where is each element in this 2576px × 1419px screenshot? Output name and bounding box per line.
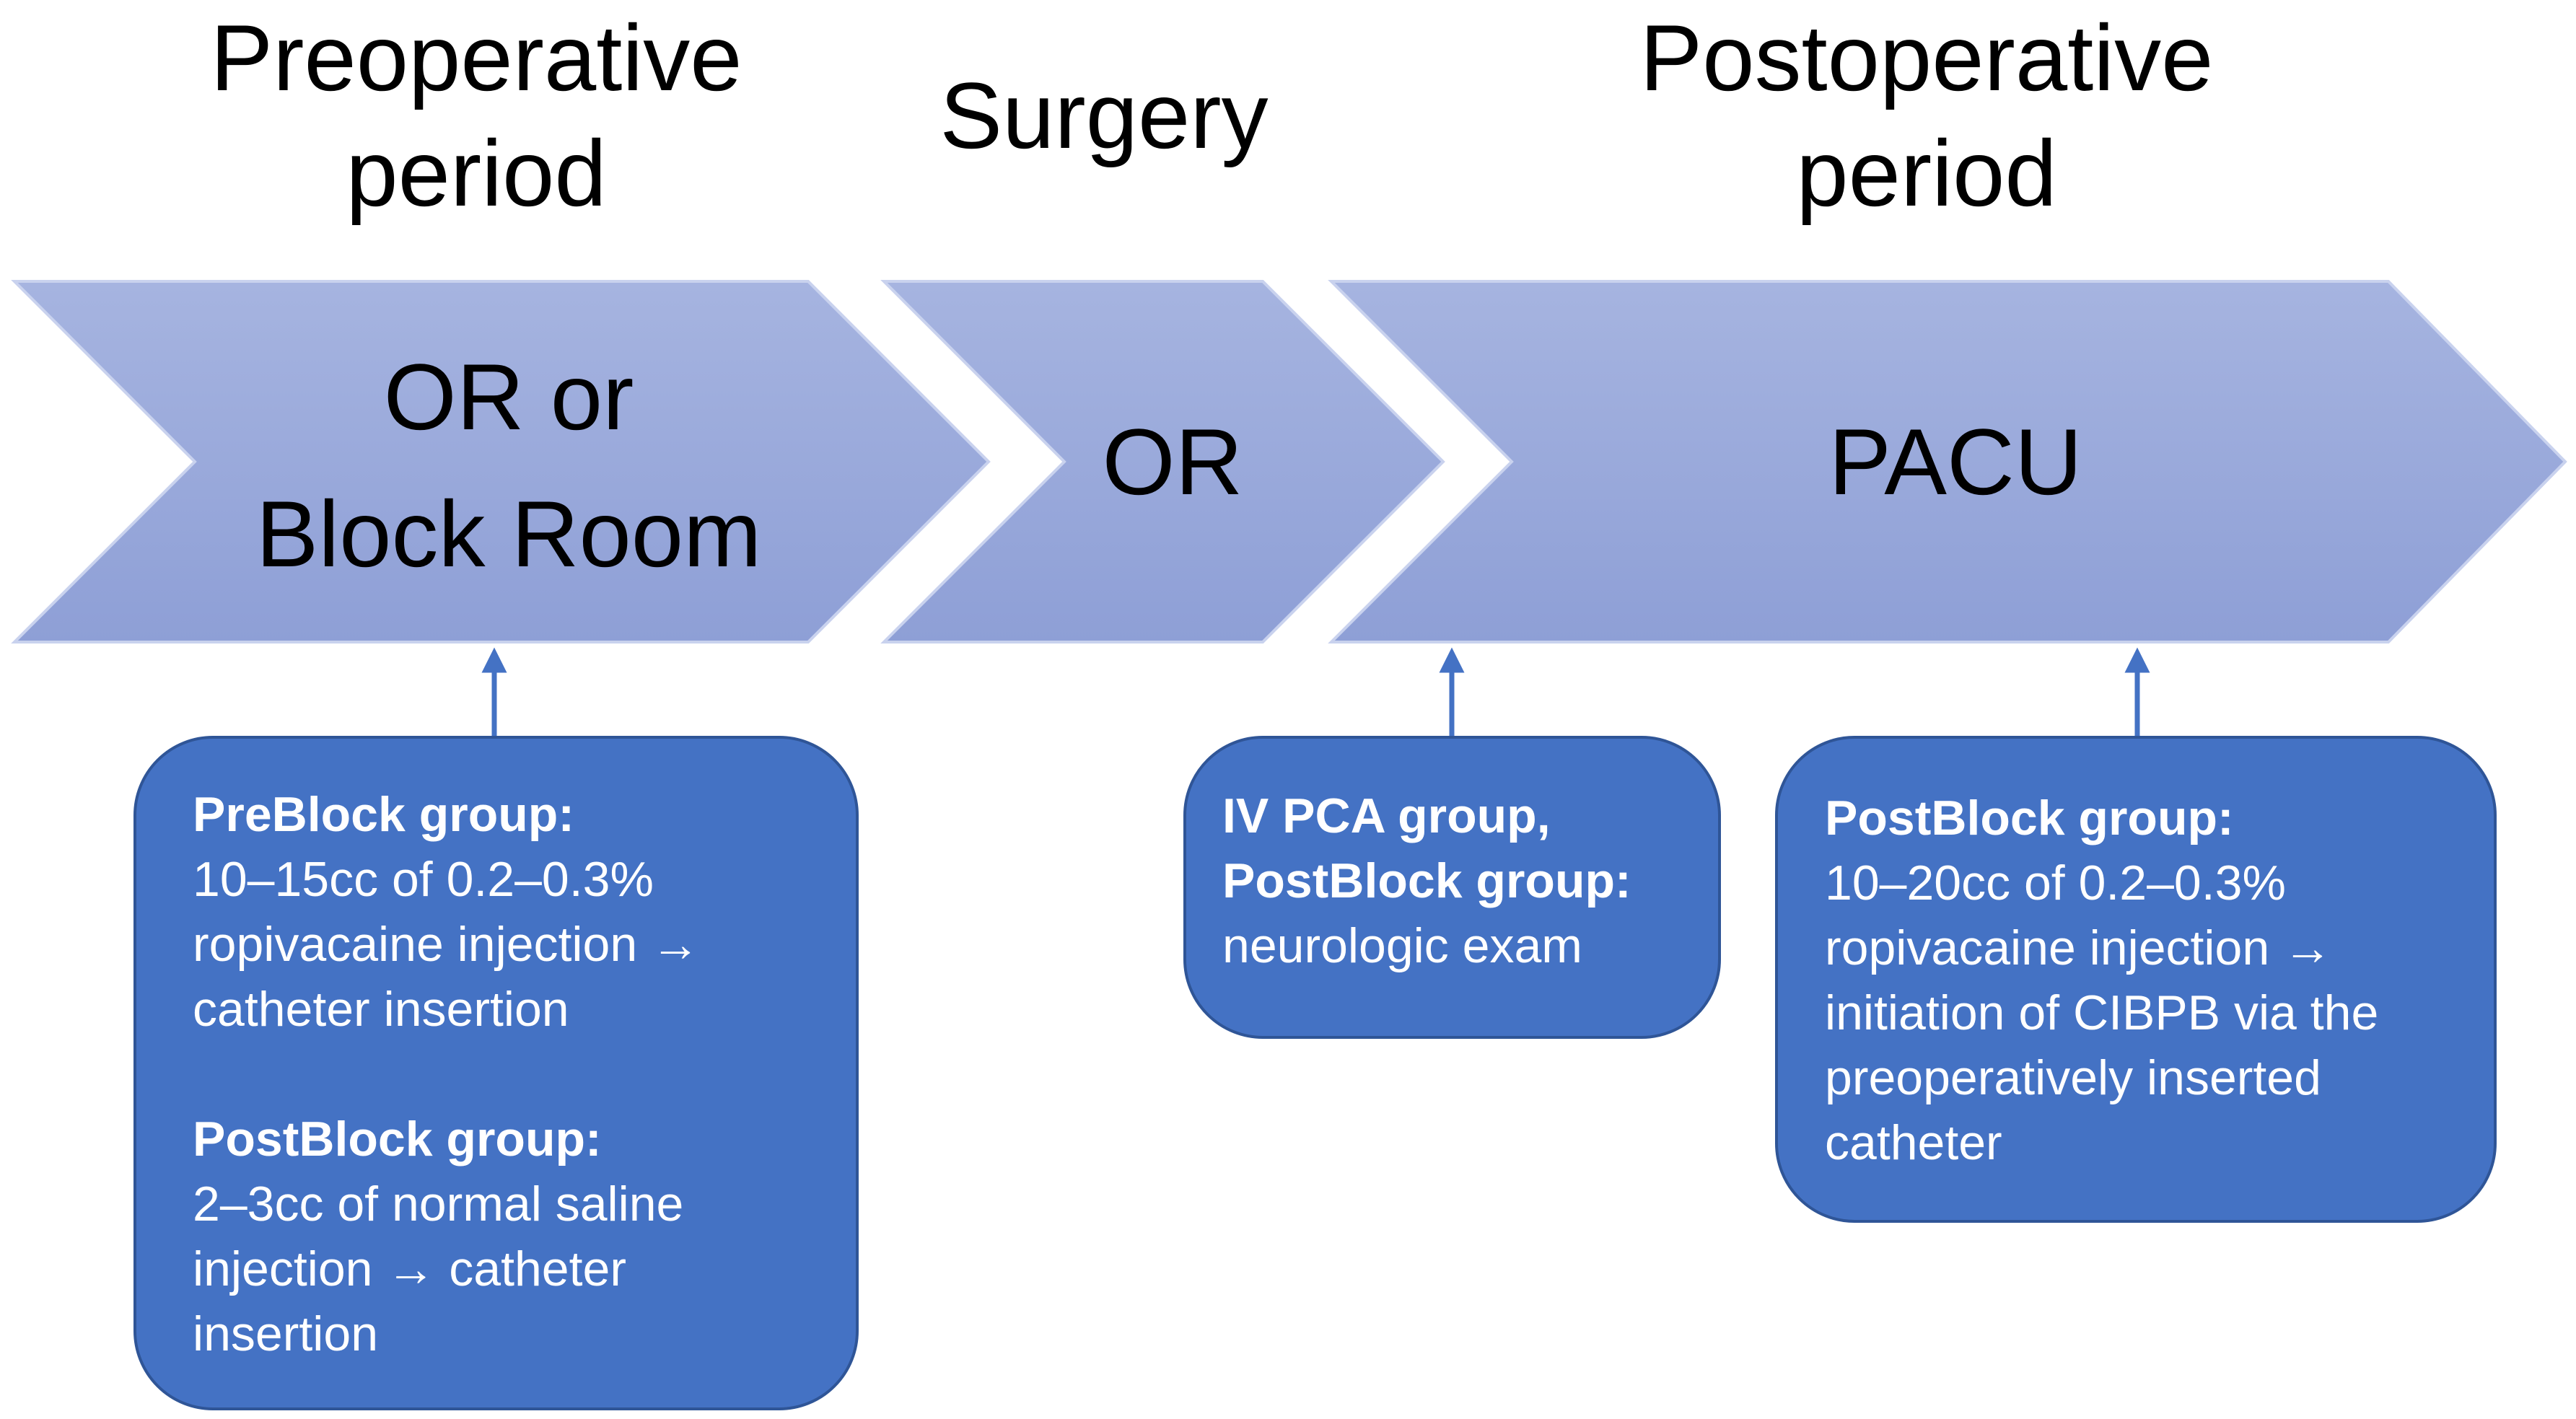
note-box-or: IV PCA group, PostBlock group: neurologi… <box>1183 736 1721 1039</box>
chevron-postoperative <box>1328 280 2567 643</box>
chevron-preoperative <box>11 280 991 643</box>
note-postblock-post-text: 10–20cc of 0.2–0.3% ropivacaine injectio… <box>1825 856 2379 1170</box>
phase-title-preoperative: Preoperative period <box>210 5 742 226</box>
note-box-preoperative: PreBlock group: 10–15cc of 0.2–0.3% ropi… <box>133 736 859 1410</box>
note-or-title: IV PCA group, PostBlock group: <box>1222 788 1631 908</box>
note-preblock-title: PreBlock group: <box>193 787 574 842</box>
location-pacu: PACU <box>1828 409 2082 514</box>
location-block-room: OR or Block Room <box>255 344 762 587</box>
note-or-text: neurologic exam <box>1222 918 1582 973</box>
phase-title-postoperative: Postoperative period <box>1639 5 2214 226</box>
location-or: OR <box>1102 409 1243 514</box>
phase-title-surgery: Surgery <box>939 63 1269 168</box>
note-postblock-pre-title: PostBlock group: <box>193 1112 602 1167</box>
note-box-pacu: PostBlock group: 10–20cc of 0.2–0.3% rop… <box>1775 736 2497 1223</box>
note-postblock-pre-text: 2–3cc of normal saline injection → cathe… <box>193 1177 684 1361</box>
chevron-surgery <box>880 280 1445 643</box>
note-postblock-post-title: PostBlock group: <box>1825 791 2234 845</box>
note-preblock-text: 10–15cc of 0.2–0.3% ropivacaine injectio… <box>193 852 701 1037</box>
